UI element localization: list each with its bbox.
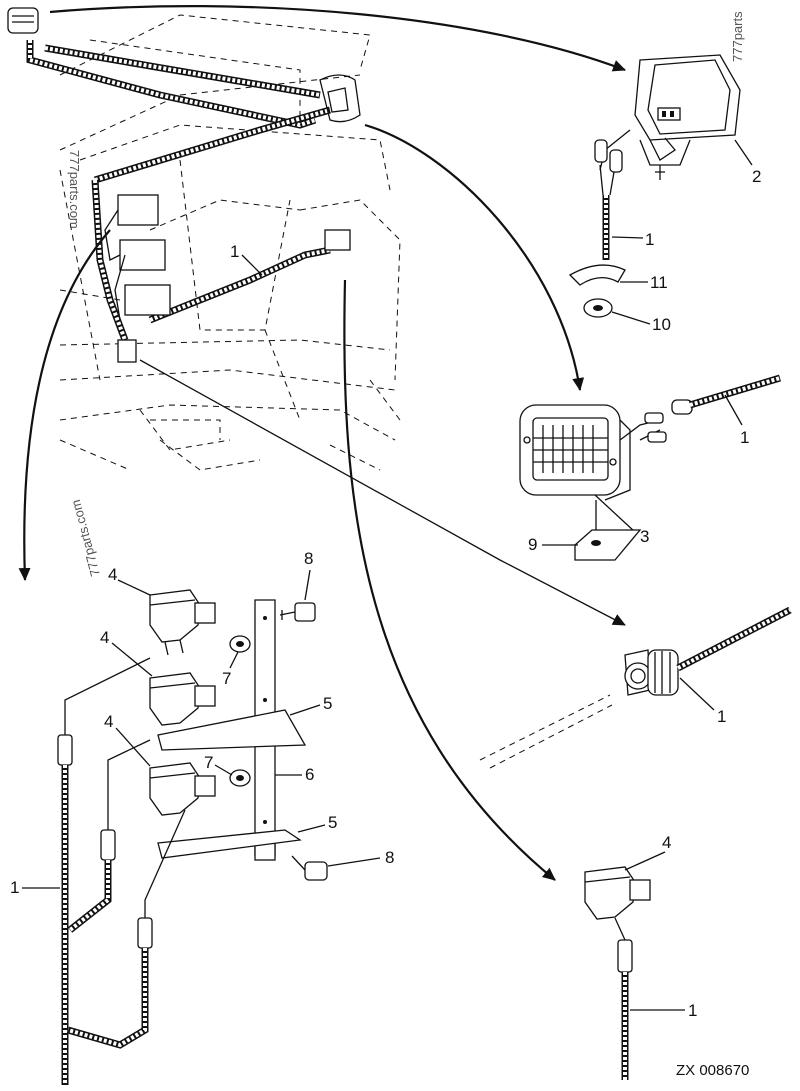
rocker-switch-icon	[149, 589, 216, 656]
switch-harness	[57, 657, 186, 1085]
leader-connector-cable	[679, 677, 715, 711]
leader-switch-top	[117, 579, 151, 596]
grommet-icon	[583, 298, 613, 318]
leader-nut-top	[229, 651, 239, 669]
watermark-top-right: 777parts	[730, 11, 745, 62]
leader-nut-low	[214, 764, 233, 776]
leader-bolt-low	[327, 857, 381, 867]
bolt-icon	[279, 602, 316, 622]
rocker-switch-single-icon	[584, 866, 651, 973]
callout-bracket-rear: 9	[528, 535, 537, 554]
callout-bolt-top: 8	[304, 549, 313, 568]
leader-worklight-front	[734, 139, 753, 166]
mounting-plate-low	[157, 829, 302, 859]
drawing-code: ZX 008670	[676, 1062, 749, 1079]
leader-worklight-rear	[594, 494, 636, 533]
callout-connector-cable: 1	[717, 707, 726, 726]
leader-plate-top	[289, 704, 321, 716]
callout-grommet: 10	[652, 315, 671, 334]
cab-harness	[7, 7, 361, 363]
callout-harness-cab: 1	[230, 242, 239, 261]
leader-grommet	[611, 311, 651, 325]
callout-clamp: 11	[650, 273, 668, 292]
leader-harness-cab	[241, 254, 263, 276]
bracket-icon	[574, 500, 642, 561]
callout-worklight-rear-cable: 1	[740, 428, 749, 447]
leader-switch-low	[115, 727, 151, 767]
callout-worklight-front: 2	[752, 167, 761, 186]
watermark-mid-left: 777parts.com	[68, 498, 103, 578]
rocker-switch-mid-icon	[149, 672, 216, 726]
work-light-icon	[634, 54, 741, 180]
callout-post: 6	[305, 765, 314, 784]
leader-worklight-rear-cable	[724, 394, 743, 426]
callout-switch-top: 4	[108, 565, 117, 584]
leader-bolt-top	[304, 569, 311, 601]
callout-switch-mid: 4	[100, 628, 109, 647]
leader-worklight-front-cable	[611, 236, 644, 239]
bolt-low-icon	[291, 855, 328, 881]
callout-plate-top: 5	[323, 694, 332, 713]
worklight-front-cable	[594, 129, 631, 260]
rear-work-light-icon	[519, 404, 631, 501]
callout-switch-single: 4	[662, 833, 671, 852]
nut-icon	[229, 635, 251, 653]
callout-worklight-rear: 3	[640, 527, 649, 546]
callout-plate-low: 5	[328, 813, 337, 832]
callout-nut-top: 7	[222, 669, 231, 688]
flow-arrows	[18, 5, 626, 881]
leader-switch-mid	[111, 642, 153, 677]
round-connector-icon	[479, 606, 792, 769]
callout-harness-single: 1	[688, 1001, 697, 1020]
worklight-rear-cable	[619, 374, 782, 443]
leader-switch-single	[624, 851, 666, 871]
callout-harness-switches: 1	[10, 878, 19, 897]
mounting-plate-top	[157, 709, 307, 751]
cab-outline	[59, 14, 401, 471]
rocker-switch-low-icon	[149, 762, 216, 816]
callout-bolt-low: 8	[385, 848, 394, 867]
watermark-left: 777parts.com	[67, 150, 82, 229]
clamp-icon	[568, 264, 626, 286]
callout-nut-low: 7	[204, 753, 213, 772]
nut-low-icon	[229, 769, 251, 787]
callout-worklight-front-cable: 1	[645, 230, 654, 249]
callout-switch-low: 4	[104, 712, 113, 731]
leader-plate-low	[297, 824, 326, 833]
